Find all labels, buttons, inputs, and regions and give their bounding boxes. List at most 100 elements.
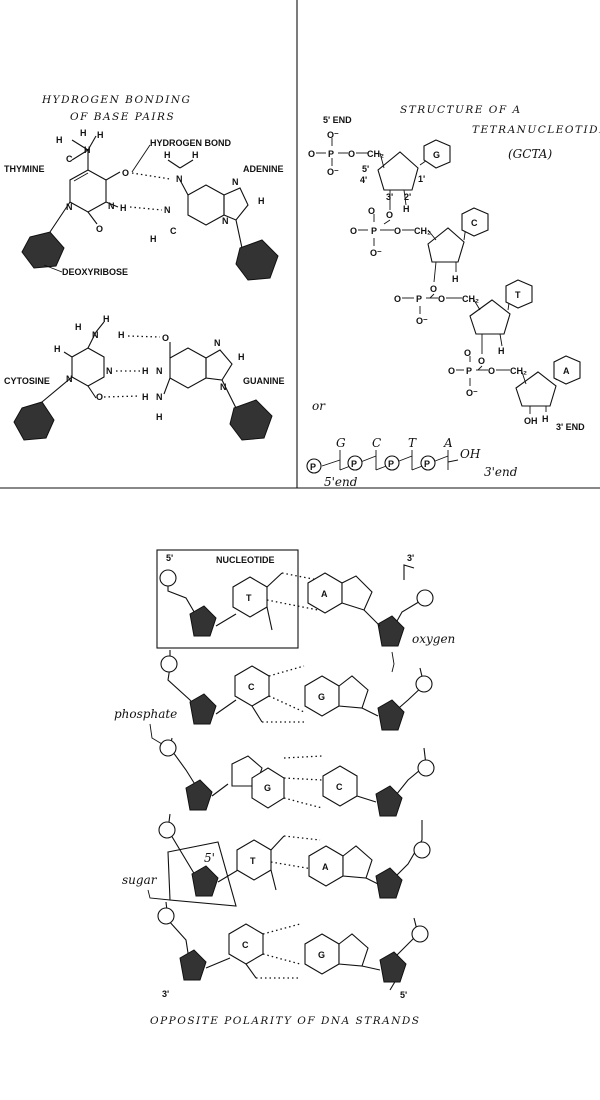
deoxyribose-label: DEOXYRIBOSE [62,267,128,277]
phosphate-pointer [149,723,163,745]
nucleotide-g: G [316,138,451,210]
left-sugar-1 [189,605,217,637]
tetra-base-a: A [563,366,570,376]
pair-5: C G [205,923,381,979]
guanine-o: O [162,333,169,343]
p2-o-left: O [350,226,357,236]
nucleotide-a: A [456,355,581,414]
p4-o-minus: O⁻ [466,388,478,398]
adenine-h-c2: H [150,234,157,244]
shorthand-p-3: P [424,459,430,469]
pair-4-right-base: A [322,862,329,872]
left-phosphate-4 [158,821,176,839]
right-sugar-5 [379,951,407,983]
hydrogen-bond-pointer [131,144,151,173]
c-h2: H [452,274,459,284]
pair-2-left-base: C [248,682,255,692]
c-ch2: CH₂ [414,226,431,236]
left-phosphate-2 [160,655,178,673]
g-ch2: CH₂ [367,149,384,159]
p3-o-right: O [438,294,445,304]
p1-p: P [328,149,334,159]
thymine-structure [49,135,121,233]
tetra-base-g: G [433,150,440,160]
p2-o-minus: O⁻ [370,248,382,258]
adenine-structure [167,159,249,249]
pair-4: T A [217,835,379,891]
pair-5-right-base: G [318,950,325,960]
adenine-h-2: H [192,150,199,160]
pair-3-right-base: C [336,782,343,792]
cytosine-o: O [96,392,103,402]
guanine-sugar-pentagon [229,399,273,441]
adenine-n-amino: N [176,174,183,184]
base-pairs-panel: HYDROGEN BONDING OF BASE PAIRS THYMINE H… [4,94,285,441]
p2-o-top: O [368,206,375,216]
polarity-panel: 5' NUCLEOTIDE 3' [114,549,455,1027]
guanine-n-7: N [214,338,221,348]
thymine-o-top: O [122,168,129,178]
p1-o-minus-top: O⁻ [327,130,339,140]
g-c2: 2' [404,192,411,202]
shorthand-p-0: P [310,462,316,472]
oxygen-label: oxygen [412,632,455,646]
shorthand-3end: 3'end [484,465,518,479]
g-c3: 3' [386,192,393,202]
base-pairs-title-line1: HYDROGEN BONDING [41,94,191,106]
shorthand-5end: 5'end [324,475,358,489]
left-sugar-2 [189,693,217,725]
shorthand-base-a: A [443,436,453,450]
base-pairs-title-line2: OF BASE PAIRS [70,111,175,123]
thymine-h-top: H [80,128,87,138]
pair-4-left-base: T [250,856,256,866]
tetra-title-line3: (GCTA) [508,147,552,161]
guanine-h-1: H [142,366,149,376]
right-sugar-2 [377,699,405,731]
cytosine-label: CYTOSINE [4,376,50,386]
shorthand-base-g: G [336,436,346,450]
left-backbone [165,578,201,967]
three-prime-end-label: 3' END [556,422,585,432]
adenine-h-1: H [164,150,171,160]
three-prime-bottom-label: 3' [162,989,169,999]
right-phosphate-1 [416,589,434,607]
a-ch2: CH₂ [510,366,527,376]
nucleotide-box [156,549,299,649]
right-sugar-3 [375,785,403,817]
right-phosphate-5 [411,925,429,943]
five-prime-top-label: 5' [166,553,173,563]
sugar-label: sugar [122,873,158,887]
cytosine-h-top-1: H [75,322,82,332]
three-prime-top-label: 3' [407,553,414,563]
p2-p: P [371,226,377,236]
adenine-label: ADENINE [243,164,284,174]
thymine-o-bottom: O [96,224,103,234]
right-phosphate-4 [413,841,431,859]
g-o3: O [386,210,393,220]
right-phosphate-3 [417,759,435,777]
five-prime-end-label: 5' END [323,115,352,125]
thymine-label: THYMINE [4,164,45,174]
right-phosphate-2 [415,675,433,693]
thymine-n-1: N [66,202,73,212]
g-c5: 5' [362,164,369,174]
t-h2: H [498,346,505,356]
cytosine-sugar-pentagon [13,401,55,441]
g-c1: 1' [418,174,425,184]
sugar-box [167,841,237,907]
p1-o-left: O [308,149,315,159]
tetra-base-t: T [515,290,521,300]
adenine-n-7: N [232,177,239,187]
adenine-h-8: H [258,196,265,206]
g-c4: 4' [360,175,367,185]
guanine-h-amino-2: H [156,412,163,422]
shorthand-base-t: T [408,436,417,450]
shorthand-notation: G C T A P P P P OH 5'end 3'end [306,436,518,489]
p4-o-top: O [464,348,471,358]
pair-2: C G [215,665,379,723]
g-h2: H [403,204,410,214]
tetranucleotide-panel: STRUCTURE OF A TETRANUCLEOTIDE (GCTA) 5'… [306,104,600,489]
guanine-n-9: N [220,382,227,392]
c-o3: O [430,284,437,294]
